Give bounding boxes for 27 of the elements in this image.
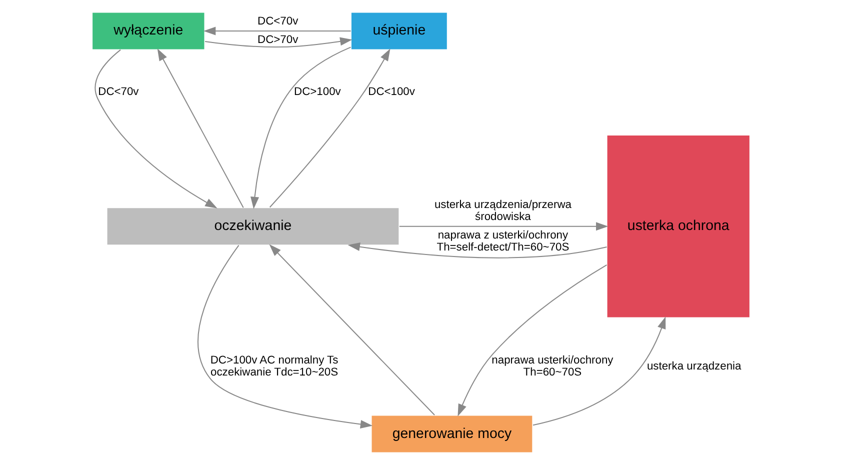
arrow bbox=[94, 49, 218, 208]
edge-label: DC>70v bbox=[258, 34, 298, 46]
edge-label: DC>100v AC normalny Ts oczekiwanie Tdc=10~20S bbox=[210, 354, 338, 378]
edge-label: naprawa z usterki/ochrony Th=self-detect/Th=60~70S bbox=[436, 229, 570, 254]
arrow bbox=[269, 244, 435, 416]
arrow bbox=[399, 222, 608, 231]
node-box: wyłączenie bbox=[92, 12, 206, 50]
edge-label: usterka urządzenia bbox=[646, 360, 742, 372]
edge-label: usterka urządzenia/przerwa środowiska bbox=[434, 198, 572, 224]
arrow bbox=[532, 316, 666, 426]
edge-label: naprawa usterki/ochrony Th=60~70S bbox=[492, 354, 614, 378]
edge-label: DC>100v bbox=[294, 86, 341, 98]
node-box: generowanie mocy bbox=[370, 414, 534, 454]
node-box: uśpienie bbox=[350, 12, 448, 50]
arrow bbox=[198, 245, 373, 428]
arrow bbox=[250, 46, 351, 210]
arrow bbox=[157, 48, 244, 208]
arrow bbox=[203, 26, 351, 36]
edge-label: DC<100v bbox=[368, 86, 415, 98]
node-box: usterka ochrona bbox=[606, 134, 750, 318]
edge-label: DC<70v bbox=[98, 86, 139, 98]
node-box: oczekiwanie bbox=[106, 207, 400, 246]
arrow bbox=[458, 264, 607, 416]
edge-label: DC<70v bbox=[258, 16, 298, 28]
arrow bbox=[348, 242, 607, 258]
arrow bbox=[269, 48, 390, 208]
arrow bbox=[205, 37, 352, 48]
